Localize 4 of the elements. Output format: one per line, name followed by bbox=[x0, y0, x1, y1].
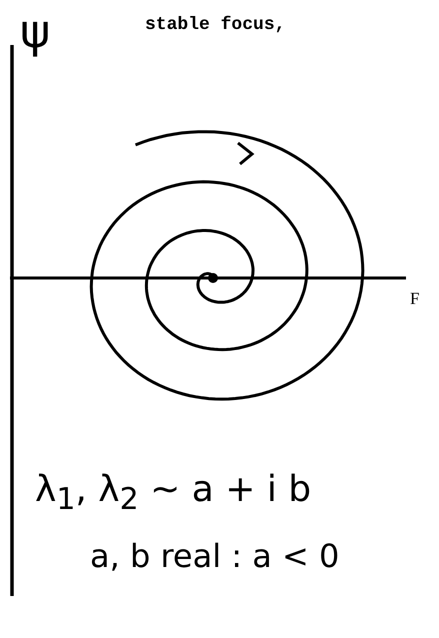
axis-label: F bbox=[410, 290, 420, 307]
title-text: stable focus, bbox=[145, 16, 286, 34]
condition-text: a, b real : a < 0 bbox=[90, 540, 340, 572]
eigenvalue-text: λ$_{1}$, λ$_{2}$ ~ a + i b bbox=[35, 472, 312, 516]
